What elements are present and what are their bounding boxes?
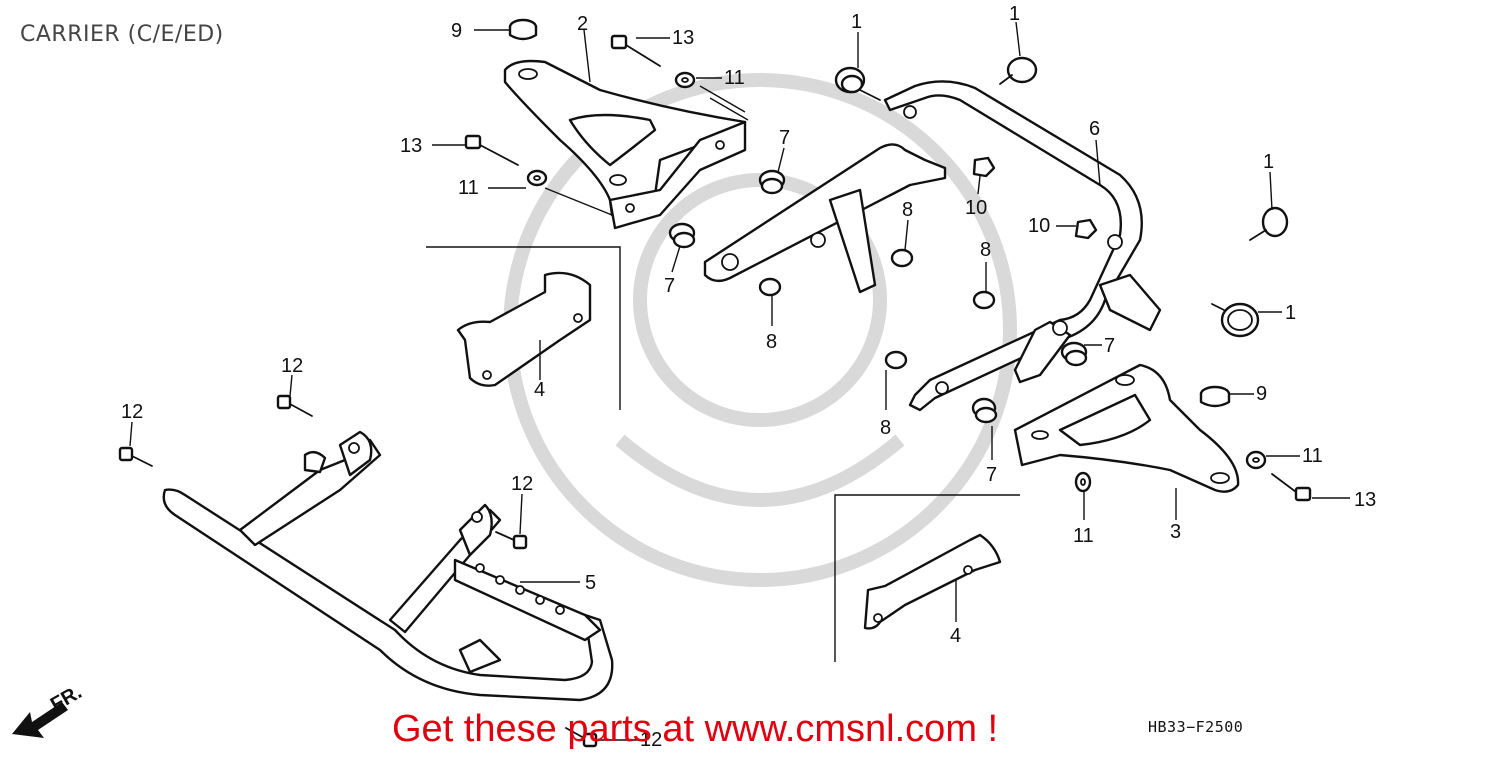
grommet-icon: [1199, 385, 1231, 408]
bolt-icon: [610, 34, 661, 67]
callout-11: 11: [1073, 525, 1094, 547]
washer-icon: [1245, 450, 1267, 470]
washer-icon: [1074, 471, 1092, 493]
callout-8: 8: [766, 331, 777, 353]
bushing-icon: [668, 222, 696, 249]
callout-10: 10: [1028, 215, 1050, 237]
callout-11: 11: [458, 177, 479, 199]
grommet-icon: [508, 18, 538, 41]
collar-icon: [890, 248, 914, 268]
callout-12: 12: [121, 401, 143, 423]
part-6-carrier-frame: [703, 80, 1162, 412]
callout-5: 5: [585, 572, 596, 594]
bolt-icon: [1271, 473, 1312, 502]
leader-lines: [129, 21, 1350, 741]
callout-7: 7: [779, 127, 790, 149]
callout-2: 2: [577, 13, 588, 35]
rubber-cushion-icon: [834, 66, 881, 101]
callout-8: 8: [902, 199, 913, 221]
callout-1: 1: [1263, 151, 1274, 173]
rubber-cushion-icon: [999, 56, 1038, 85]
callout-6: 6: [1089, 118, 1100, 140]
rubber-cushion-icon: [1249, 206, 1289, 241]
callout-3: 3: [1170, 521, 1181, 543]
callout-4: 4: [534, 379, 545, 401]
bushing-icon: [758, 169, 786, 195]
promo-link[interactable]: Get these parts at www.cmsnl.com !: [392, 708, 999, 750]
callout-8: 8: [880, 417, 891, 439]
rubber-cushion-icon: [1211, 302, 1260, 338]
part-2-left-bracket: [503, 59, 747, 230]
callout-13: 13: [1354, 489, 1376, 511]
washer-icon: [526, 169, 548, 187]
collar-icon: [972, 290, 996, 310]
callout-10: 10: [965, 197, 987, 219]
part-3-right-bracket: [1013, 363, 1240, 493]
callout-12: 12: [511, 473, 533, 495]
drawing-code: HB33−F2500: [1148, 718, 1244, 736]
collar-icon: [758, 277, 782, 297]
bolt-icon: [464, 134, 519, 166]
bolt-icon: [495, 531, 528, 550]
nut-icon: [972, 156, 996, 178]
collar-icon: [884, 350, 908, 370]
callout-13: 13: [400, 135, 422, 157]
callout-7: 7: [986, 464, 997, 486]
callout-4: 4: [950, 625, 961, 647]
callout-7: 7: [1104, 335, 1115, 357]
callout-11: 11: [724, 67, 745, 89]
diagram-title: CARRIER (C/E/ED): [20, 22, 224, 47]
bolt-icon: [276, 394, 313, 417]
bolt-icon: [565, 727, 598, 748]
callout-1: 1: [1009, 3, 1020, 25]
callout-12: 12: [640, 729, 662, 751]
front-direction-arrow-icon: FR.: [12, 681, 86, 738]
callout-12: 12: [281, 355, 303, 377]
bolt-icon: [118, 446, 153, 467]
part-4-plate-lower: [863, 533, 1002, 630]
callout-labels: 9 2 13 11 1 1 6 13 7 11 10 8 1 10 7 8 8 …: [121, 3, 1376, 751]
callout-9: 9: [1256, 383, 1267, 405]
washer-icon: [674, 71, 696, 89]
callout-9: 9: [451, 20, 462, 42]
callout-1: 1: [851, 11, 862, 33]
nut-icon: [1074, 218, 1098, 240]
bushing-icon: [1060, 341, 1088, 367]
callout-11: 11: [1302, 445, 1323, 467]
callout-7: 7: [664, 275, 675, 297]
callout-1: 1: [1285, 302, 1296, 324]
bushing-icon: [971, 397, 998, 424]
callout-13: 13: [672, 27, 694, 49]
part-4-plate-upper: [456, 271, 592, 387]
group-brackets: [426, 85, 1020, 662]
part-5-front-rack: [162, 430, 614, 702]
callout-8: 8: [980, 239, 991, 261]
